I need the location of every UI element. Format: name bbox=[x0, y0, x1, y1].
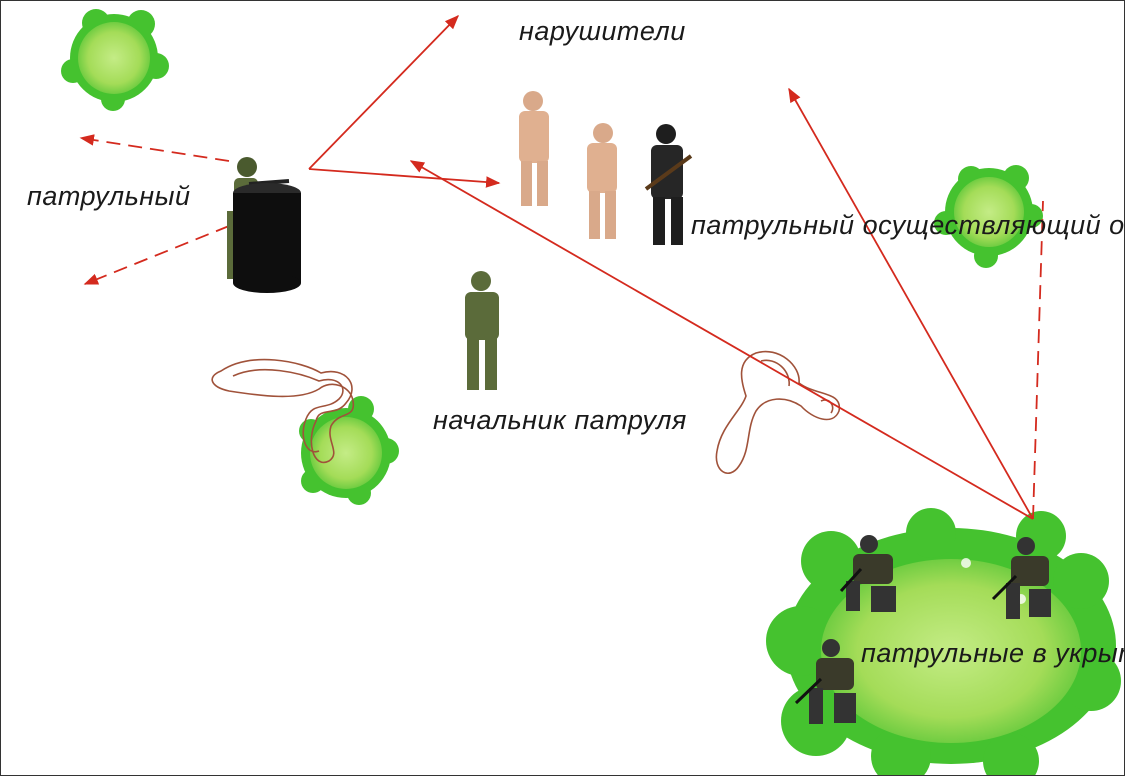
arrow-cover-to-intruders bbox=[789, 89, 1033, 519]
label-covered-patrol: патрульные в укрытии bbox=[861, 638, 1061, 669]
label-searcher-line3: обыск bbox=[1109, 210, 1125, 240]
arrow-cover-right-dashed bbox=[1033, 201, 1043, 519]
label-commander-line1: начальник bbox=[433, 405, 566, 435]
label-commander: начальник патруля bbox=[433, 405, 613, 436]
label-commander-line2: патруля bbox=[574, 405, 687, 435]
barrel-cover bbox=[233, 183, 301, 293]
intruder-2 bbox=[587, 123, 617, 239]
label-searcher-line2: осуществляющий bbox=[863, 210, 1102, 240]
intruder-1 bbox=[519, 91, 549, 206]
terrain-contour-right bbox=[716, 352, 839, 474]
searching-soldier bbox=[646, 124, 691, 245]
label-intruders: нарушители bbox=[519, 16, 686, 47]
arrow-sentry-left-up bbox=[81, 138, 229, 161]
terrain-contour-left bbox=[212, 360, 353, 463]
label-covered-line1: патрульные bbox=[861, 638, 1025, 668]
label-searcher-line1: патрульный bbox=[691, 210, 855, 240]
patrol-commander bbox=[465, 271, 499, 390]
label-searcher: патрульный осуществляющий обыск bbox=[691, 210, 943, 241]
arrow-to-intruders-group bbox=[309, 169, 499, 183]
arrow-sentry-left-down bbox=[85, 226, 229, 284]
bush-top-left bbox=[61, 9, 169, 111]
observation-arrows bbox=[81, 16, 1043, 519]
label-sentry: патрульный bbox=[27, 181, 191, 212]
arrow-to-intruders-path bbox=[309, 16, 458, 169]
label-covered-line2: в укрытии bbox=[1033, 638, 1125, 668]
